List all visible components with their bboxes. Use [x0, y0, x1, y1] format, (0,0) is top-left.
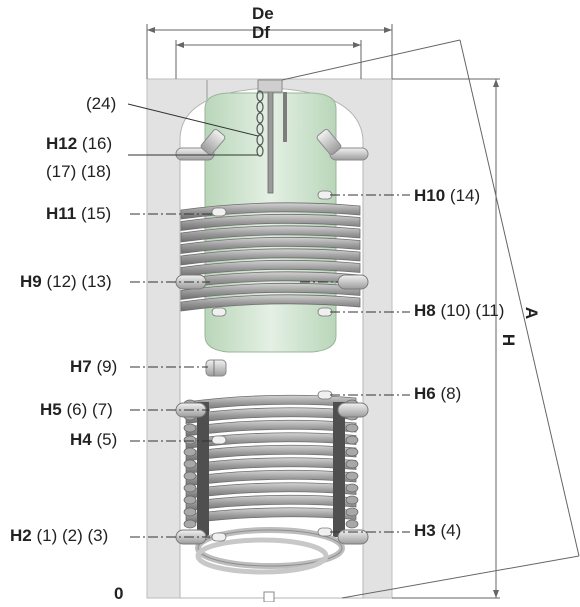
right-coil-support [333, 402, 345, 537]
h10-port [317, 190, 333, 200]
label-h2: H2 (1) (2) (3) [10, 526, 109, 545]
label-24: (24) [86, 94, 117, 113]
lower-coil-turn [185, 482, 357, 499]
coil-edge [183, 507, 197, 517]
label-h5: H5 (6) (7) [40, 400, 113, 419]
lower-heat-exchanger-coil [185, 394, 357, 524]
dimension-a: A [522, 306, 542, 320]
h3-right-stub [337, 529, 369, 545]
upper-coil-turn [180, 282, 361, 300]
coil-edge [345, 519, 359, 529]
thermometer-well [283, 92, 287, 142]
upper-coil-turn [180, 202, 361, 220]
top-fitting [257, 79, 283, 93]
coil-edge [345, 447, 359, 457]
coil-edge [183, 495, 197, 505]
coil-edge [345, 495, 359, 505]
h7-port [205, 359, 227, 377]
coil-edge [183, 447, 197, 457]
chain-link [256, 101, 264, 113]
coil-edge [183, 459, 197, 469]
upper-coil-turn [180, 213, 361, 231]
h8-left-port [211, 307, 227, 317]
lower-coil-turn [185, 507, 357, 524]
h3-inner-port [317, 527, 333, 537]
coil-edge [345, 483, 359, 493]
label-h12: H12 (16) [46, 134, 113, 153]
lower-coil-turn [185, 444, 357, 462]
chain-link [256, 134, 264, 146]
coil-edge [345, 423, 359, 433]
leader-lines [130, 194, 410, 538]
upper-coil-turn [180, 294, 361, 312]
upper-coil-turn [180, 236, 361, 254]
h6-port [317, 390, 333, 400]
chain-link [256, 112, 264, 124]
label-h4: H4 (5) [70, 430, 118, 449]
lower-coil-turn [185, 494, 357, 512]
h5-right-stub [337, 402, 369, 418]
label-h11: H11 (15) [46, 204, 112, 223]
sensor-chain [256, 90, 264, 157]
chain-link [256, 145, 264, 157]
h11-port [211, 207, 227, 217]
coil-edge [183, 435, 197, 445]
leader-24 [127, 103, 259, 137]
lower-coil-turn [185, 457, 357, 474]
h8-right-port [317, 307, 333, 317]
top-pipe-left [175, 129, 226, 161]
upper-coil-turn [180, 259, 361, 277]
chain-link [256, 123, 264, 135]
label-17-18: (17) (18) [46, 162, 112, 181]
label-h10: H10 (14) [414, 186, 481, 205]
upper-coil-turn [180, 225, 361, 243]
label-h6: H6 (8) [414, 384, 462, 403]
h4-port [211, 435, 227, 445]
label-h8: H8 (10) (11) [414, 301, 505, 320]
lower-coil-turn [185, 432, 357, 449]
h9-right-stub [337, 274, 369, 290]
dimension-lines [146, 24, 580, 599]
coil-edge [183, 471, 197, 481]
anode-rod [267, 87, 274, 194]
lower-coil-turn [185, 469, 357, 487]
coil-edge [183, 423, 197, 433]
coil-edge [183, 519, 197, 529]
dimension-zero: 0 [114, 584, 124, 603]
lower-coil-turn [185, 407, 357, 424]
top-pipe-right [316, 129, 369, 161]
label-h7: H7 (9) [70, 357, 118, 376]
label-h3: H3 (4) [414, 521, 462, 540]
coil-edge [345, 471, 359, 481]
upper-heat-exchanger-coil [180, 202, 361, 312]
lower-coil-turn [185, 419, 357, 437]
coil-edge [345, 459, 359, 469]
label-h9: H9 (12) (13) [20, 272, 112, 291]
tank-foot [263, 591, 275, 603]
chain-link [256, 90, 264, 102]
coil-edge [345, 507, 359, 517]
h2-inner-port [211, 532, 227, 542]
dimension-arrows [147, 27, 499, 598]
connection-stubs [175, 190, 369, 545]
left-coil-support [197, 402, 209, 537]
dimension-df: Df [252, 23, 270, 42]
upper-coil-turn [180, 248, 361, 266]
coil-edge [345, 435, 359, 445]
dimension-h: H [499, 333, 519, 347]
coil-edge [183, 483, 197, 493]
dimension-de: De [252, 4, 274, 23]
